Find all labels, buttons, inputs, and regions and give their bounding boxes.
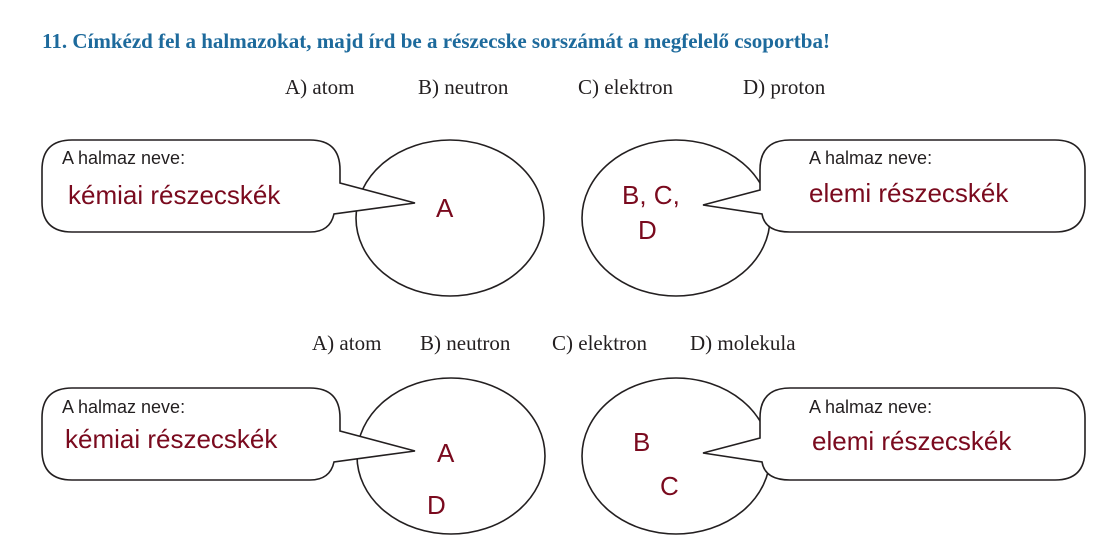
set-member: A xyxy=(436,193,454,223)
speech-bubble-1-right xyxy=(702,139,1086,233)
set-member: D xyxy=(638,215,657,245)
set-name-label: A halmaz neve: xyxy=(62,397,186,417)
speech-bubble-1-left xyxy=(41,139,416,233)
option-b: B) neutron xyxy=(418,75,509,99)
set-member: B, C, xyxy=(622,180,680,210)
set-member: D xyxy=(427,490,446,520)
speech-bubble-2-right xyxy=(702,387,1086,481)
set-member: C xyxy=(660,471,679,501)
set-ellipse-1-right xyxy=(581,139,771,297)
option-d: D) proton xyxy=(743,75,826,99)
set-name-label: A halmaz neve: xyxy=(62,148,186,168)
speech-bubble-2-left xyxy=(41,387,416,481)
set-name-answer: kémiai részecskék xyxy=(65,424,278,454)
set-member: B xyxy=(633,427,651,457)
exercise-title: 11. Címkézd fel a halmazokat, majd írd b… xyxy=(42,29,830,53)
option-c: C) elektron xyxy=(552,331,648,355)
set-name-label: A halmaz neve: xyxy=(809,148,933,168)
option-b: B) neutron xyxy=(420,331,511,355)
set-member: A xyxy=(437,438,455,468)
set-ellipse-1-left xyxy=(355,139,545,297)
set-name-answer: elemi részecskék xyxy=(812,426,1012,456)
set-name-answer: elemi részecskék xyxy=(809,178,1009,208)
set-name-label: A halmaz neve: xyxy=(809,397,933,417)
option-a: A) atom xyxy=(312,331,382,355)
option-d: D) molekula xyxy=(690,331,796,355)
set-name-answer: kémiai részecskék xyxy=(68,180,281,210)
option-c: C) elektron xyxy=(578,75,674,99)
option-a: A) atom xyxy=(285,75,355,99)
